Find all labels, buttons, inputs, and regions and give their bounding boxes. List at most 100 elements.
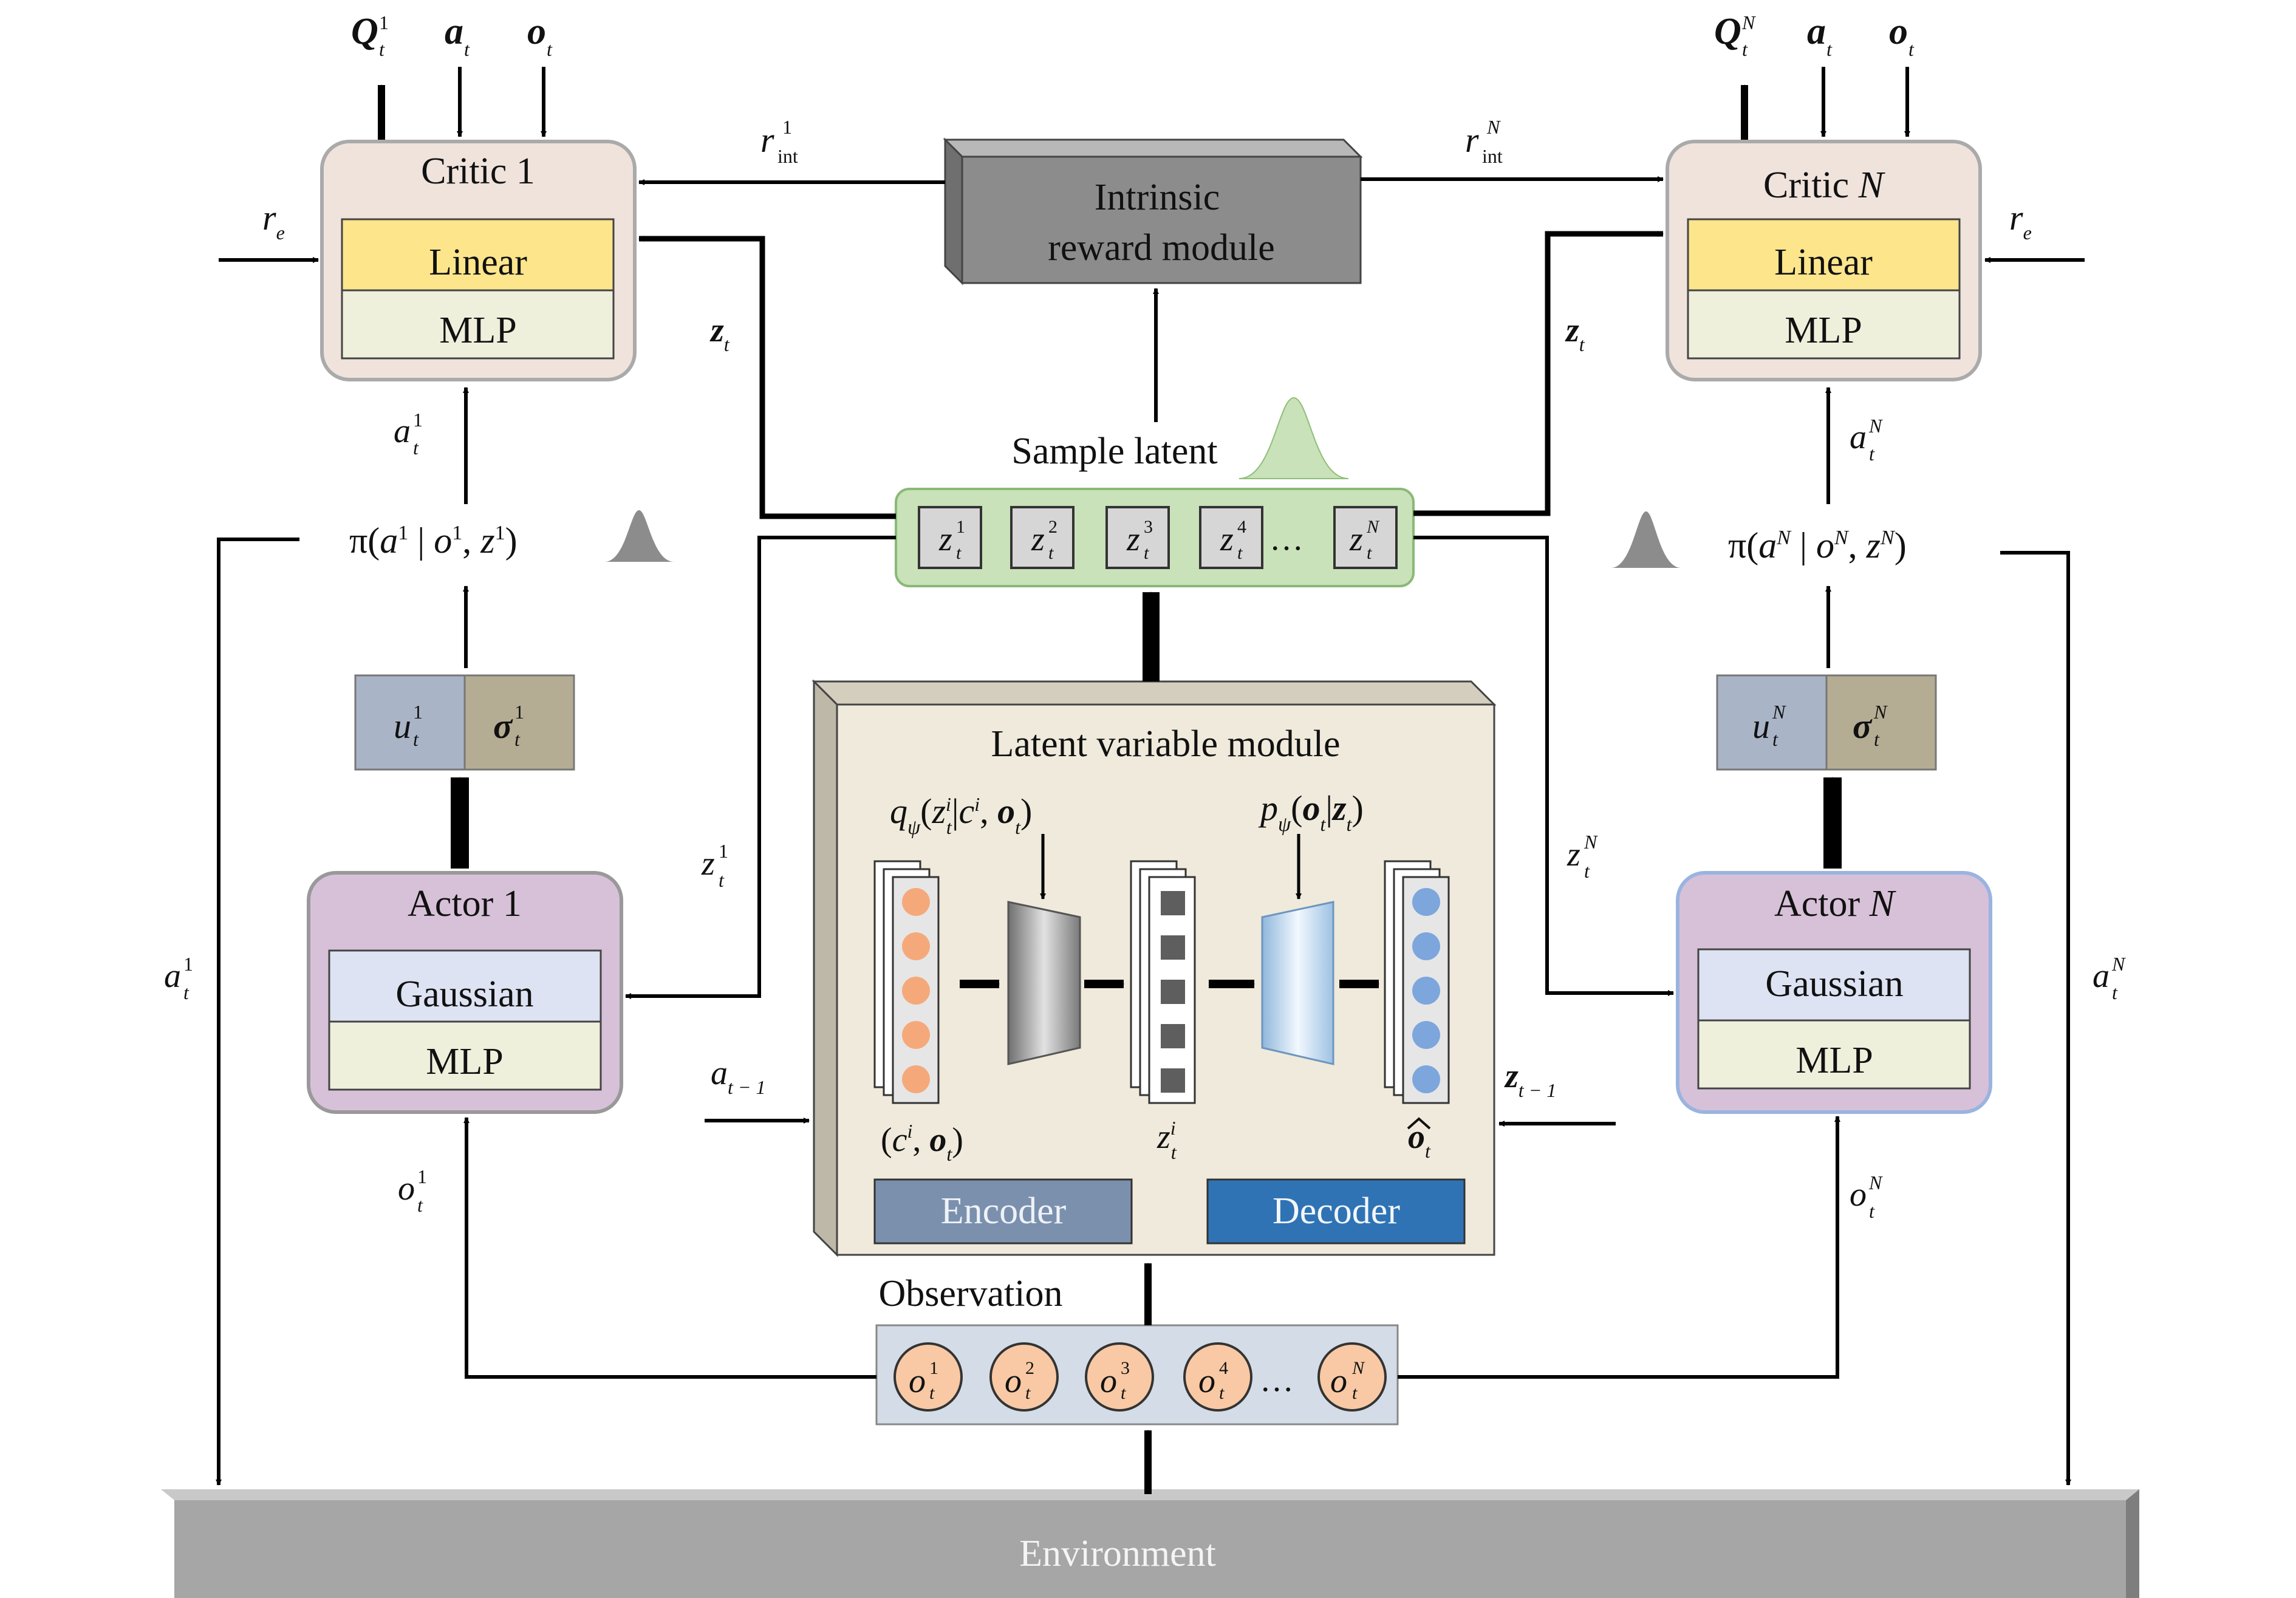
critic-n-q-sub: t — [1742, 38, 1748, 60]
encoder-shape — [1007, 901, 1081, 1065]
rint-1-sub: int — [777, 145, 798, 167]
svg-text:2: 2 — [1025, 1358, 1034, 1378]
latent-z-cell-n: z N t — [1333, 506, 1398, 569]
obs-circle-n: o N t — [1317, 1342, 1387, 1412]
actor-1-mlp-layer — [328, 1020, 602, 1091]
critic-1-title: Critic 1 — [421, 151, 535, 192]
svg-text:1: 1 — [514, 701, 524, 723]
actor-n-gaussian-label: Gaussian — [1765, 963, 1903, 1005]
rint-n-sup: N — [1486, 116, 1501, 138]
svg-text:N: N — [1772, 701, 1786, 723]
zn-side-sup: N — [1584, 831, 1598, 853]
encoder-label: Encoder — [941, 1190, 1067, 1232]
critic-n-linear-label: Linear — [1774, 242, 1873, 283]
decoder-formula: pψ(ot|zt) — [1258, 788, 1364, 836]
an-env-sub: t — [2112, 982, 2118, 1003]
actor-1-gaussian-label: Gaussian — [395, 974, 533, 1015]
obs-circle-1: o 1 t — [893, 1342, 963, 1412]
latent-z-cell-1: z 1 t — [918, 506, 982, 569]
svg-text:u: u — [394, 706, 411, 746]
obs-circle-3: o 3 t — [1085, 1342, 1154, 1412]
environment-bar: Environment — [161, 1489, 2139, 1598]
critic-n-re-label: re — [2009, 198, 2032, 244]
svg-text:z: z — [1126, 521, 1140, 558]
actor-n-distribution-params: u N t σ N t — [1716, 674, 1937, 771]
policy-n-label: π(aN | oN, zN) — [1728, 525, 1907, 565]
svg-text:t: t — [1144, 543, 1149, 563]
latent-z-cell-3: z 3 t — [1105, 506, 1170, 569]
on-sup: N — [1868, 1172, 1883, 1193]
critic-1-a-label: a — [445, 11, 463, 52]
z-prev-label: zt − 1 — [1504, 1057, 1556, 1101]
decoder-label: Decoder — [1273, 1190, 1400, 1232]
an-env-label: a — [2093, 957, 2110, 995]
svg-text:o: o — [1198, 1362, 1215, 1400]
critic-1-a-sub: t — [464, 38, 470, 60]
actor-1-mlp-label: MLP — [426, 1041, 503, 1082]
svg-text:3: 3 — [1121, 1358, 1130, 1378]
o1-sub: t — [417, 1194, 423, 1216]
encoder-badge — [873, 1178, 1133, 1245]
svg-text:o: o — [909, 1362, 926, 1400]
svg-text:N: N — [1366, 517, 1380, 537]
on-label: o — [1850, 1176, 1867, 1214]
svg-text:t: t — [929, 1383, 935, 1403]
svg-text:u: u — [1752, 706, 1770, 746]
latent-ellipsis: … — [1269, 520, 1303, 558]
critic-n-q-label: Q — [1714, 11, 1741, 52]
svg-text:t: t — [1025, 1383, 1031, 1403]
svg-text:2: 2 — [1048, 517, 1057, 537]
critic-1-mlp-layer — [341, 289, 615, 360]
observation-ellipsis: … — [1260, 1361, 1294, 1399]
svg-text:N: N — [1873, 701, 1888, 723]
intrinsic-line-1: Intrinsic — [1095, 177, 1220, 218]
actor-n-gaussian-layer — [1697, 948, 1971, 1022]
critic-1-o-sub: t — [547, 38, 553, 60]
rint-n-sub: int — [1482, 145, 1503, 167]
svg-text:o: o — [1005, 1362, 1022, 1400]
svg-text:z: z — [1349, 521, 1363, 558]
an-env-sup: N — [2111, 953, 2126, 975]
actor-n-mlp-layer — [1697, 1019, 1971, 1090]
obs-circle-2: o 2 t — [989, 1342, 1059, 1412]
latent-z-cell-2: z 2 t — [1010, 506, 1075, 569]
on-sub: t — [1869, 1200, 1875, 1222]
decoder-shape — [1261, 901, 1334, 1065]
svg-text:t: t — [1048, 543, 1054, 563]
rint-n-label: r — [1465, 120, 1479, 160]
svg-text:t: t — [514, 728, 521, 750]
svg-text:z: z — [938, 521, 952, 558]
rint-1-label: r — [760, 120, 774, 160]
reconstruction-hat — [1407, 1117, 1431, 1130]
svg-text:z: z — [1220, 521, 1234, 558]
svg-text:o: o — [1330, 1362, 1347, 1400]
input-label: (ci, ot) — [881, 1120, 963, 1165]
svg-text:σ: σ — [1853, 706, 1873, 746]
a-prev-label: at − 1 — [711, 1054, 765, 1098]
a1-critic-sub: t — [413, 437, 419, 459]
svg-text:t: t — [1874, 728, 1880, 750]
critic-n-mlp-label: MLP — [1785, 310, 1862, 351]
critic-n-o-sub: t — [1908, 38, 1915, 60]
actor-n-title: Actor N — [1774, 883, 1897, 924]
svg-text:o: o — [1100, 1362, 1117, 1400]
critic-n-o-label: o — [1889, 11, 1908, 52]
z1-side-label: z — [701, 845, 715, 883]
svg-text:z: z — [1031, 521, 1045, 558]
svg-text:4: 4 — [1237, 517, 1246, 537]
an-critic-sub: t — [1869, 443, 1875, 465]
observation-bar — [875, 1324, 1399, 1426]
critic-n-linear-layer — [1687, 218, 1961, 292]
policy-1-gaussian-icon — [604, 510, 674, 562]
a1-env-sup: 1 — [183, 953, 193, 975]
svg-text:t: t — [1237, 543, 1243, 563]
svg-text:4: 4 — [1219, 1358, 1228, 1378]
actor-n-box: Actor N Gaussian MLP — [1676, 871, 1992, 1114]
svg-text:N: N — [1351, 1358, 1365, 1378]
svg-text:t: t — [1367, 543, 1372, 563]
zn-side-sub: t — [1584, 860, 1590, 882]
module-internal-arrows — [960, 834, 1379, 988]
critic-1-mlp-label: MLP — [439, 310, 516, 351]
svg-text:1: 1 — [413, 701, 423, 723]
